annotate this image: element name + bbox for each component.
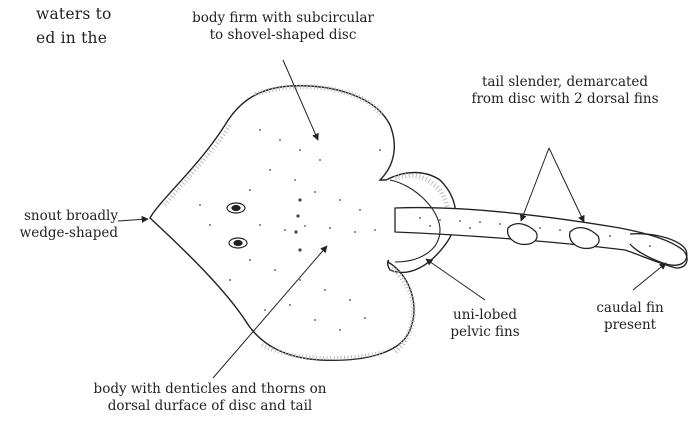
label-snout: snout broadly wedge-shaped (0, 208, 118, 242)
label-snout-line-1: snout broadly (0, 208, 118, 225)
label-body-firm-line-1: body firm with subcircular (163, 10, 403, 27)
arrow-caudal (633, 263, 666, 290)
label-tail-line-1: tail slender, demarcated (455, 74, 675, 91)
label-snout-line-2: wedge-shaped (0, 225, 118, 242)
arrow-pelvic (426, 259, 485, 300)
label-caudal-line-2: present (575, 317, 685, 334)
label-denticles-line-1: body with denticles and thorns on (60, 381, 360, 398)
label-pelvic-line-1: uni-lobed (420, 307, 550, 324)
label-pelvic-line-2: pelvic fins (420, 324, 550, 341)
label-pelvic-fins: uni-lobed pelvic fins (420, 307, 550, 341)
label-body-firm-line-2: to shovel-shaped disc (163, 27, 403, 44)
label-caudal-fin: caudal fin present (575, 300, 685, 334)
arrow-tail-fin-1 (521, 148, 549, 221)
arrow-tail-fin-2 (549, 148, 584, 222)
label-tail: tail slender, demarcated from disc with … (455, 74, 675, 108)
label-denticles: body with denticles and thorns on dorsal… (60, 381, 360, 415)
label-body-firm: body firm with subcircular to shovel-sha… (163, 10, 403, 44)
arrow-snout (118, 219, 148, 221)
label-caudal-line-1: caudal fin (575, 300, 685, 317)
label-denticles-line-2: dorsal durface of disc and tail (60, 398, 360, 415)
label-tail-line-2: from disc with 2 dorsal fins (455, 91, 675, 108)
